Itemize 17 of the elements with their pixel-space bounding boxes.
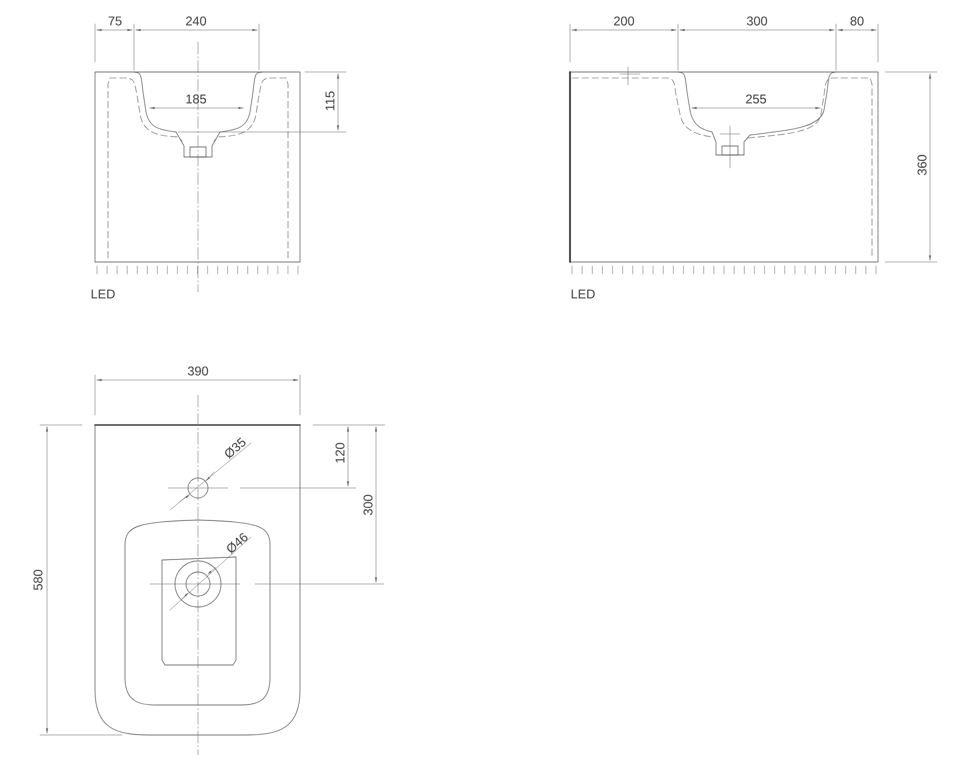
- dimension-label: 185: [186, 94, 206, 104]
- dimension-label: 580: [34, 570, 42, 590]
- dimension-label: 300: [364, 494, 372, 516]
- led-label: LED: [92, 290, 115, 298]
- dimension-label: 240: [186, 16, 206, 26]
- led-label: LED: [572, 290, 595, 298]
- dimension-label: Ø46: [227, 533, 248, 554]
- dimension-label: 255: [746, 94, 766, 104]
- dimension-label: 80: [850, 16, 864, 26]
- dimension-label: 75: [108, 16, 122, 26]
- dimension-label: 390: [188, 366, 208, 376]
- dimension-label: 360: [918, 154, 926, 176]
- dimension-label: 300: [746, 16, 768, 26]
- dimension-label: 115: [326, 91, 334, 110]
- dimension-label: 200: [614, 16, 634, 26]
- dimension-label: 120: [336, 442, 344, 463]
- dimension-label: Ø35: [225, 438, 246, 460]
